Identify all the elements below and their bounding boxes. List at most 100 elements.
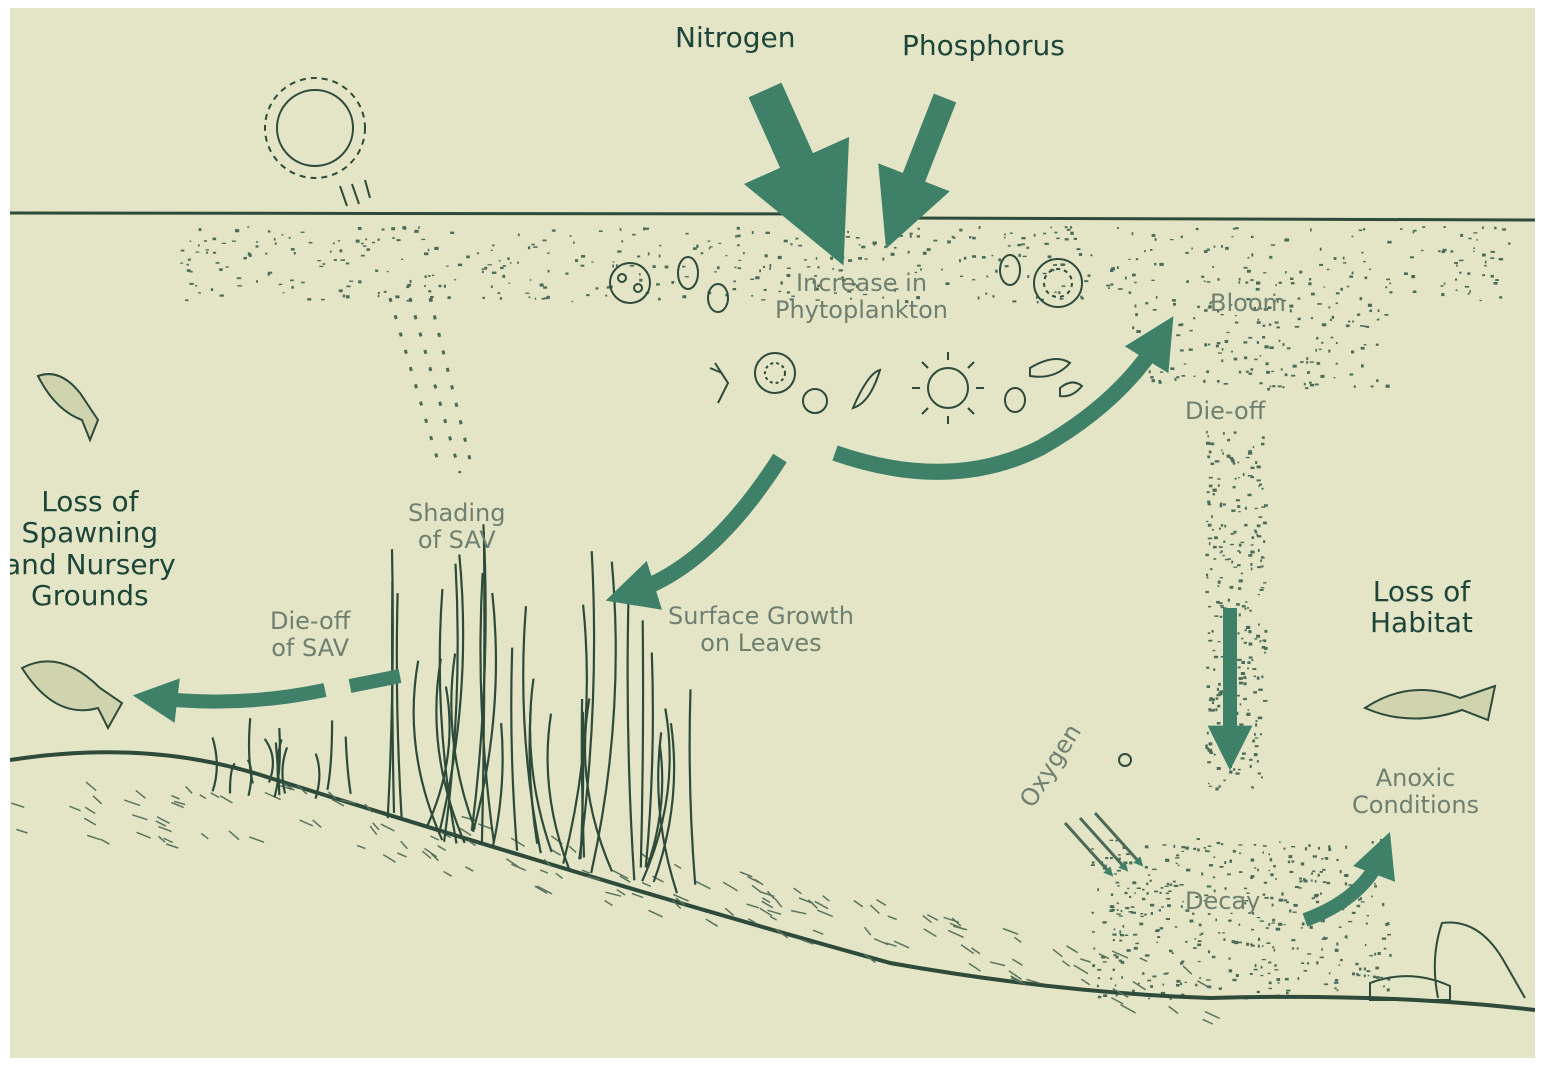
speckle <box>1117 902 1119 904</box>
speckle <box>424 285 426 287</box>
speckle <box>1129 896 1131 898</box>
speckle <box>1179 884 1183 886</box>
speckle <box>1153 309 1157 311</box>
speckle <box>1233 567 1237 568</box>
speckle <box>1299 878 1302 880</box>
speckle <box>1237 659 1241 661</box>
speckle <box>1316 961 1318 964</box>
speckle <box>1262 945 1264 947</box>
speckle <box>1239 853 1241 854</box>
speckle <box>1117 266 1119 269</box>
speckle <box>1004 237 1006 239</box>
hatch-stroke <box>760 908 772 916</box>
speckle <box>1172 299 1176 302</box>
speckle <box>1331 337 1334 339</box>
speckle <box>346 286 350 288</box>
speckle <box>1152 234 1156 237</box>
speckle <box>982 256 986 259</box>
speckle <box>525 293 529 294</box>
speckle <box>1310 384 1314 387</box>
speckle <box>1334 257 1337 260</box>
speckle <box>1230 459 1234 461</box>
speckle <box>1279 340 1281 342</box>
speckle <box>1208 846 1212 847</box>
speckle <box>1308 282 1311 285</box>
speckle <box>1329 972 1331 974</box>
speckle <box>334 259 337 261</box>
speckle <box>237 277 242 279</box>
speckle <box>497 292 500 294</box>
speckle <box>1238 667 1241 669</box>
hatch-stroke <box>1080 959 1090 962</box>
speckle <box>1176 863 1178 865</box>
speckle <box>1337 989 1339 991</box>
speckle <box>1012 300 1016 302</box>
speckle <box>1258 549 1260 552</box>
speckle <box>1251 253 1253 256</box>
hatch-stroke <box>85 807 95 813</box>
speckle <box>1315 384 1319 386</box>
speckle <box>1255 508 1258 509</box>
speckle <box>1208 606 1211 608</box>
speckle <box>1241 542 1245 543</box>
speckle <box>1214 735 1218 737</box>
speckle <box>1155 238 1157 241</box>
speckle <box>1223 541 1225 543</box>
speckle <box>265 253 267 255</box>
speckle <box>1167 904 1171 907</box>
speckle <box>1259 516 1263 518</box>
speckle <box>1246 457 1250 458</box>
speckle <box>1389 877 1391 879</box>
speckle <box>528 297 530 298</box>
speckle <box>1136 258 1138 260</box>
speckle <box>1219 528 1221 530</box>
speckle <box>1062 264 1065 266</box>
speckle <box>1456 290 1458 292</box>
speckle <box>446 266 448 267</box>
speckle <box>1119 915 1123 916</box>
speckle <box>338 240 340 241</box>
die-off-sav-line-2: of SAV <box>270 635 350 662</box>
speckle <box>1365 276 1368 279</box>
speckle <box>1327 269 1329 271</box>
speckle <box>343 295 345 298</box>
speckle <box>1204 343 1207 346</box>
speckle <box>1289 910 1291 913</box>
speckle <box>1026 247 1029 249</box>
speckle <box>1346 935 1348 938</box>
speckle <box>1238 942 1242 944</box>
hatch-stroke <box>1062 961 1069 967</box>
speckle <box>1254 676 1256 678</box>
speckle <box>450 232 454 234</box>
speckle <box>1275 322 1279 324</box>
speckle <box>1387 988 1390 991</box>
speckle <box>1201 276 1204 278</box>
speckle <box>1218 692 1222 695</box>
speckle <box>1376 379 1378 382</box>
speckle <box>216 262 220 264</box>
speckle <box>1217 688 1219 691</box>
speckle <box>1244 524 1247 527</box>
hatch-stroke <box>1067 946 1078 953</box>
speckle <box>1227 873 1231 875</box>
speckle <box>1217 585 1219 587</box>
speckle <box>552 230 556 232</box>
speckle <box>859 244 861 246</box>
speckle <box>1361 252 1363 254</box>
speckle <box>1262 640 1265 641</box>
speckle <box>1482 254 1486 257</box>
speckle <box>1256 720 1258 722</box>
speckle <box>319 266 323 267</box>
speckle <box>1213 650 1216 651</box>
speckle <box>1131 906 1135 908</box>
hatch-stroke <box>865 927 871 935</box>
speckle <box>918 228 921 230</box>
hatch-stroke <box>854 901 863 907</box>
speckle <box>1213 668 1215 670</box>
hatch-stroke <box>747 904 759 908</box>
hatch-stroke <box>462 817 477 821</box>
speckle <box>1338 965 1340 966</box>
speckle <box>1044 243 1049 245</box>
hatch-stroke <box>924 929 937 937</box>
speckle <box>1136 330 1141 333</box>
